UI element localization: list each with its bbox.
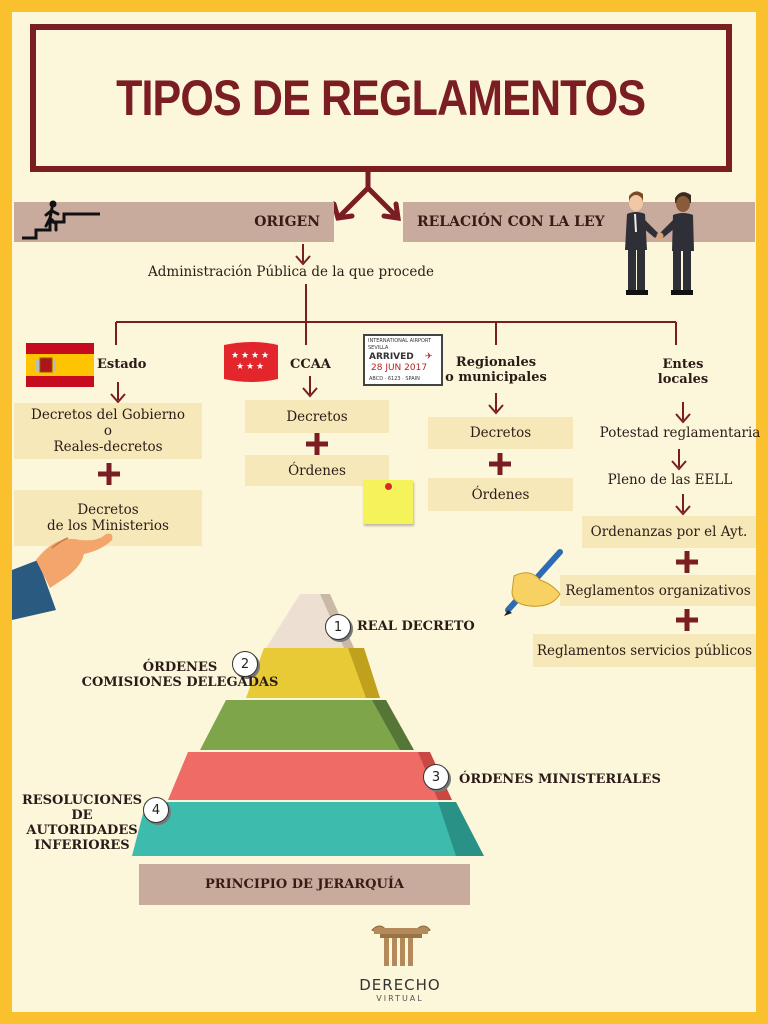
regionales-box2: Órdenes [428, 478, 573, 511]
title-box: TIPOS DE REGLAMENTOS [30, 24, 732, 172]
sticky-note-icon [363, 480, 413, 524]
column-logo-icon [371, 925, 431, 966]
entes-box3: Reglamentos servicios públicos [533, 634, 756, 667]
regionales-label: Regionales o municipales [445, 355, 547, 385]
logo-sub: VIRTUAL [376, 994, 424, 1003]
estado-box2-line1: Decretos [77, 502, 139, 518]
down-arrows [110, 376, 691, 516]
svg-text:★: ★ [261, 351, 269, 361]
estado-box1-line3: Reales-decretos [53, 439, 163, 455]
pyramid [132, 594, 484, 856]
svg-text:★: ★ [236, 362, 244, 372]
writing-hand-icon [504, 549, 563, 616]
principle-label: PRINCIPIO DE JERARQUÍA [205, 877, 404, 892]
stamp-line2: SEVILLA [368, 345, 389, 351]
pyramid-level-5 [132, 802, 456, 856]
stairs-icon [22, 200, 100, 240]
pyramid-level-2 [246, 648, 380, 698]
svg-text:★: ★ [231, 351, 239, 361]
entes-item2: Pleno de las EELL [607, 472, 733, 488]
pyramid-level-1 [266, 594, 344, 648]
entes-item1: Potestad reglamentaria [599, 425, 761, 441]
entes-label: Entes locales [648, 357, 718, 387]
pyramid-number-2: 2 [232, 651, 258, 677]
ccaa-label: CCAA [290, 357, 331, 372]
pyramid-label-2-line2: COMISIONES DELEGADAS [81, 675, 279, 690]
stamp-line4: 28 JUN 2017 [371, 363, 428, 373]
pyramid-label-4-line2: DE [71, 808, 93, 823]
estado-box1-line1: Decretos del Gobierno [31, 407, 185, 423]
pin-icon [385, 483, 392, 490]
entes-label-2: locales [657, 372, 709, 387]
entes-box2: Reglamentos organizativos [560, 575, 756, 606]
pyramid-label-4-line1: RESOLUCIONES [21, 793, 143, 808]
ccaa-box1: Decretos [245, 400, 389, 433]
svg-text:★: ★ [251, 351, 259, 361]
tree-lines [115, 284, 677, 345]
pyramid-label-4-line3: AUTORIDADES [26, 823, 138, 838]
pyramid-label-1: REAL DECRETO [357, 619, 475, 634]
regionales-label-2: o municipales [445, 370, 547, 385]
estado-box2-line2: de los Ministerios [47, 518, 169, 534]
relacion-band: RELACIÓN CON LA LEY [403, 202, 755, 242]
relacion-label: RELACIÓN CON LA LEY [417, 214, 605, 230]
estado-box1-line2: o [103, 423, 113, 439]
pyramid-number-1: 1 [325, 614, 351, 640]
pyramid-level-4 [168, 752, 438, 800]
logo-name: DERECHO [359, 976, 441, 994]
pyramid-label-4: RESOLUCIONES DE AUTORIDADES INFERIORES [18, 793, 146, 853]
estado-label: Estado [97, 357, 147, 372]
arrow-origen [295, 244, 311, 266]
pyramid-level-3 [200, 700, 400, 750]
airport-stamp-icon: INTERNATIONAL AIRPORT SEVILLA ARRIVED 28… [363, 334, 443, 386]
pyramid-number-3: 3 [423, 764, 449, 790]
regionales-box1: Decretos [428, 417, 573, 449]
origen-label: ORIGEN [254, 214, 320, 230]
pyramid-number-4: 4 [143, 797, 169, 823]
svg-text:★: ★ [256, 362, 264, 372]
stamp-line3: ARRIVED [369, 352, 414, 362]
plus-signs [98, 433, 698, 631]
madrid-flag-icon: ★★★★ ★★★ [224, 342, 278, 382]
handshake-icon [625, 191, 694, 295]
entes-box1: Ordenanzas por el Ayt. [582, 516, 756, 548]
estado-box1: Decretos del Gobierno o Reales-decretos [14, 403, 202, 459]
pointing-hand-icon [12, 533, 113, 620]
stamp-line5: ABCD · 6123 · SPAIN [369, 376, 420, 382]
pyramid-label-2: ÓRDENES COMISIONES DELEGADAS [80, 660, 280, 690]
pyramid-label-2-line1: ÓRDENES [142, 660, 218, 675]
admin-text: Administración Pública de la que procede [148, 264, 434, 280]
title-fork-arrow [331, 169, 401, 221]
plane-icon: ✈ [425, 352, 433, 362]
svg-text:★: ★ [241, 351, 249, 361]
spain-flag-icon [26, 343, 94, 387]
page-title: TIPOS DE REGLAMENTOS [116, 70, 646, 126]
entes-label-1: Entes [662, 357, 704, 372]
regionales-label-1: Regionales [455, 355, 537, 370]
pyramid-label-4-line4: INFERIORES [34, 838, 130, 853]
svg-text:★: ★ [246, 362, 254, 372]
pyramid-label-3: ÓRDENES MINISTERIALES [459, 772, 661, 787]
stamp-line1: INTERNATIONAL AIRPORT [368, 338, 432, 344]
origen-band: ORIGEN [14, 202, 334, 242]
principle-band: PRINCIPIO DE JERARQUÍA [139, 864, 470, 905]
